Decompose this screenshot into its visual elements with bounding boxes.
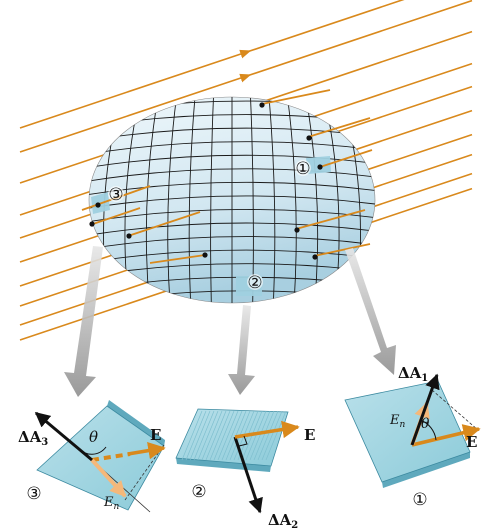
- patch-3-area-label: ΔA3: [18, 428, 48, 448]
- patch-1-plate-edge: [382, 452, 470, 488]
- hatch-line: [201, 410, 223, 461]
- hatch-line: [189, 410, 211, 461]
- hatch-line: [185, 410, 207, 461]
- hatch-line: [181, 410, 203, 461]
- hatch-line: [257, 410, 279, 461]
- hatch-line: [205, 410, 227, 461]
- patch-1-e-vector: [411, 424, 481, 447]
- inset-patch-1: ΔA1 En θ E ①: [344, 364, 481, 510]
- hatch-line: [249, 410, 271, 461]
- surface-dot: [202, 252, 208, 258]
- surface-dot: [89, 221, 95, 227]
- field-line-segment: [307, 117, 371, 138]
- inset-patch-2: E ΔA2 ②: [175, 408, 315, 531]
- patch-1-angle-label: θ: [421, 416, 430, 432]
- patch-3-e-vector: [127, 441, 166, 460]
- surface-labels: ③ ② ①: [108, 159, 311, 293]
- field-line: [19, 0, 473, 153]
- patch-1-angle-arc: [419, 419, 437, 441]
- grid-parallel: [89, 127, 375, 141]
- surface-dots: [89, 102, 323, 260]
- grid-meridian: [167, 97, 177, 303]
- patch-3-number: ③: [26, 484, 41, 504]
- grid-meridian: [145, 97, 159, 303]
- field-line-segment: [319, 149, 373, 168]
- hatch-line: [253, 410, 275, 461]
- patch-1-dashed-top: [431, 389, 479, 431]
- field-line-segment: [127, 211, 201, 237]
- patch-2-area-label: ΔA2: [268, 511, 298, 531]
- grid-parallel: [89, 222, 375, 236]
- grid-meridian: [188, 97, 196, 303]
- hatch-line: [193, 410, 215, 461]
- field-line-segment: [89, 207, 141, 226]
- patch-3-angle-arc: [77, 446, 107, 455]
- inset-patch-3: ΔA3 θ E En ③: [18, 400, 166, 513]
- patch-2-right-angle-mark: [238, 435, 248, 447]
- hatch-line: [209, 410, 231, 461]
- patch-1-en-label: En: [389, 413, 406, 430]
- patch-1-area-vector: [410, 373, 440, 446]
- patch-3-plate-edge: [107, 400, 165, 446]
- patch-3-angle-label: θ: [89, 428, 98, 446]
- surface-label-2: ②: [247, 273, 262, 293]
- hatch-line: [221, 410, 243, 461]
- patch-2-plate-edge: [176, 458, 271, 472]
- grid-parallel: [89, 236, 375, 250]
- patch-2-e-vector: [234, 420, 300, 439]
- patch-3-plate: [36, 405, 165, 511]
- patch-1-area-label: ΔA1: [398, 364, 428, 384]
- pointer-arrows: [64, 246, 396, 397]
- surface-dot: [312, 254, 318, 260]
- grid-parallel: [89, 249, 375, 263]
- field-line-segment: [295, 209, 366, 230]
- hatch-line: [213, 410, 235, 461]
- field-line-segment: [313, 243, 371, 257]
- pointer-arrow-3: [64, 246, 103, 397]
- surface-label-3: ③: [108, 185, 123, 205]
- hatch-line: [261, 410, 283, 461]
- hatch-line: [217, 410, 239, 461]
- grid-parallel: [89, 168, 375, 182]
- surface-dot: [126, 233, 132, 239]
- patch-3-e-dashed: [91, 452, 131, 462]
- patch-3-en-label: En: [103, 495, 120, 512]
- patch-2-area-vector: [233, 436, 263, 514]
- grid-parallel: [89, 209, 375, 222]
- surface-dot: [317, 164, 323, 170]
- grid-parallel: [89, 154, 375, 168]
- grid-meridian: [305, 97, 319, 303]
- surface-dot: [306, 135, 312, 141]
- hatch-line: [197, 410, 219, 461]
- patch-1-number: ①: [412, 490, 427, 510]
- hatch-line: [245, 410, 267, 461]
- grid-parallel: [89, 141, 375, 155]
- surface-dot: [259, 102, 265, 108]
- surface-dot: [95, 202, 101, 208]
- grid-meridian: [287, 97, 297, 303]
- pointer-arrow-1: [345, 248, 396, 375]
- grid-parallel: [89, 181, 375, 195]
- surface-dot: [294, 227, 300, 233]
- closed-surface: [88, 96, 376, 304]
- patch-1-plate: [344, 380, 471, 483]
- field-line: [19, 0, 405, 129]
- pointer-arrow-2: [228, 305, 255, 395]
- field-line-segment: [261, 89, 331, 105]
- hatch-line: [265, 410, 287, 461]
- patch-2-field-label: E: [304, 426, 315, 444]
- patch-3-field-label: E: [150, 426, 161, 444]
- grid-parallel: [89, 195, 375, 209]
- patch-2-number: ②: [191, 482, 206, 502]
- field-line-segment: [149, 254, 206, 264]
- patch-3-en-vector: [90, 458, 127, 498]
- patch-1-field-label: E: [466, 433, 477, 451]
- surface-label-1: ①: [295, 159, 310, 179]
